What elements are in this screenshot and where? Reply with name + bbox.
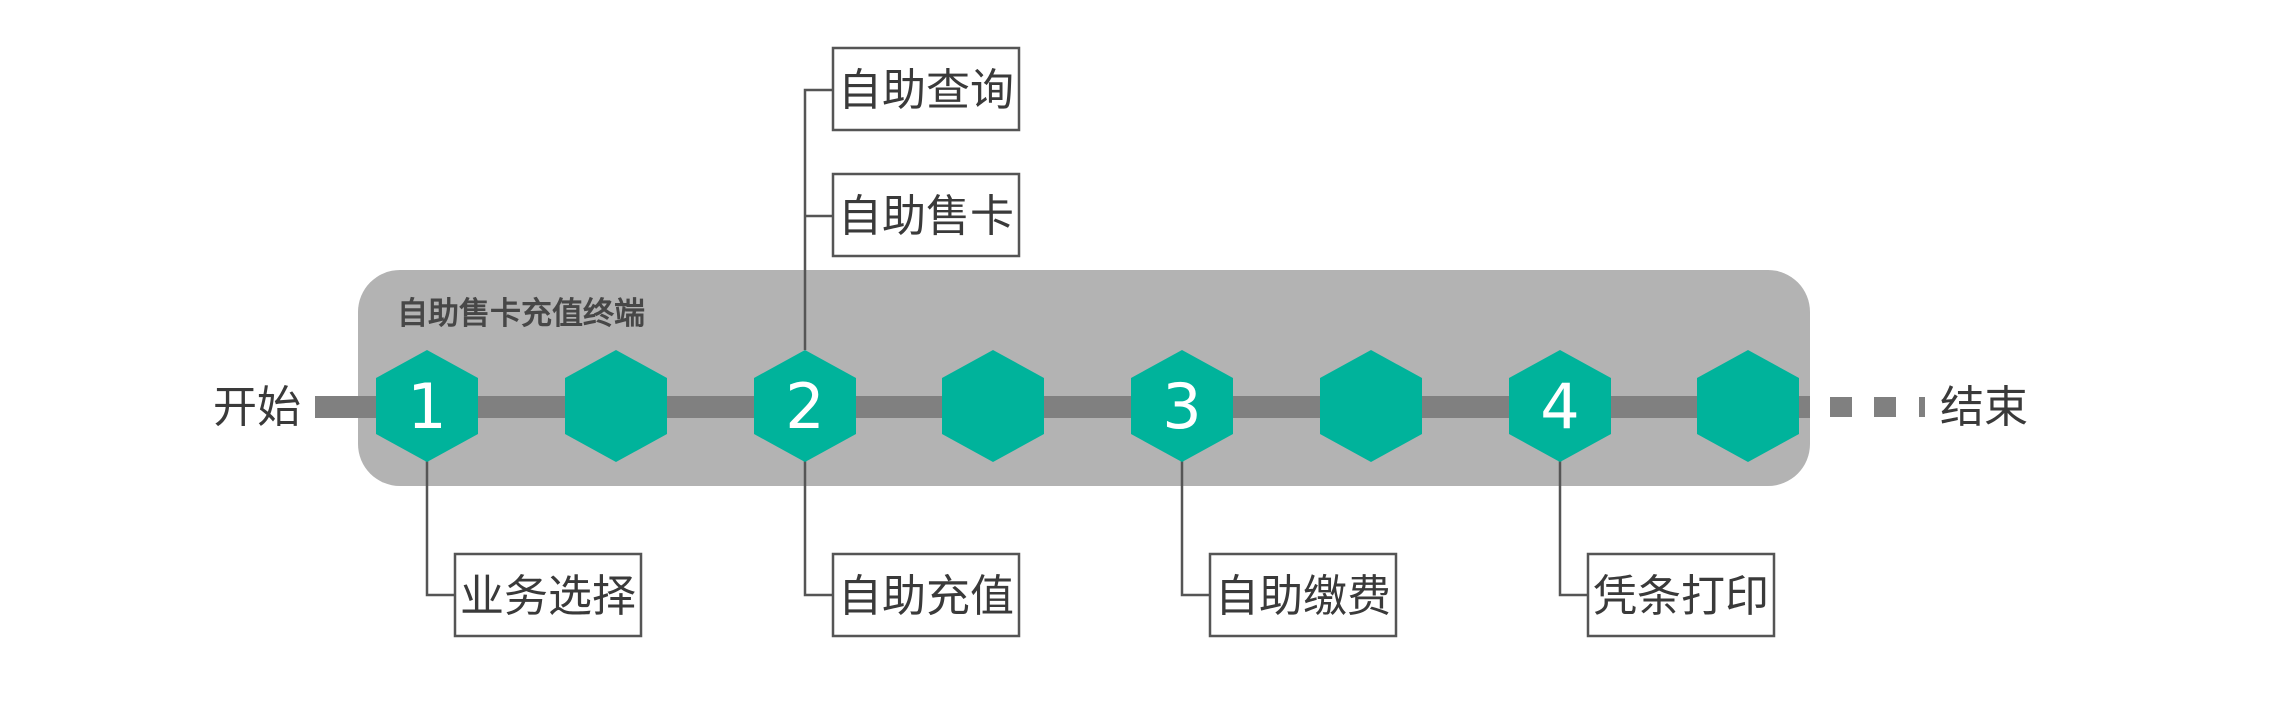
- end-label: 结束: [1940, 382, 2028, 433]
- panel-title: 自助售卡充值终端: [397, 296, 645, 332]
- label-box: [831, 46, 1021, 132]
- step-number: 3: [1162, 370, 1201, 443]
- hexagon-node-icon: [1320, 350, 1422, 462]
- dash-marker-icon: [1874, 397, 1896, 417]
- start-label: 开始: [213, 382, 301, 433]
- flow-track: [315, 396, 1810, 418]
- label-box: [453, 552, 643, 638]
- hexagon-node-icon: [942, 350, 1044, 462]
- label-self-card-sale: 自助售卡: [838, 191, 1014, 242]
- dash-marker-icon: [1919, 397, 1925, 417]
- label-business-select: 业务选择: [460, 571, 636, 622]
- label-box: [831, 552, 1021, 638]
- connector-step-4: [1558, 461, 1588, 597]
- step-number: 2: [785, 370, 824, 443]
- label-self-query: 自助查询: [838, 65, 1014, 116]
- label-self-recharge: 自助充值: [838, 571, 1014, 622]
- hexagon-node-icon: [1131, 350, 1233, 462]
- label-self-payment: 自助缴费: [1215, 571, 1391, 622]
- connector-step-2-down: [803, 461, 833, 597]
- label-box: [831, 172, 1021, 258]
- terminal-panel: [358, 270, 1810, 486]
- label-box: [1208, 552, 1398, 638]
- step-number: 4: [1540, 370, 1579, 443]
- label-receipt-print: 凭条打印: [1593, 571, 1769, 622]
- connector-step-3: [1180, 461, 1210, 597]
- hexagon-node-icon: [376, 350, 478, 462]
- step-number: 1: [407, 370, 446, 443]
- label-box: [1586, 552, 1776, 638]
- hexagon-node-icon: [1509, 350, 1611, 462]
- hexagon-node-icon: [565, 350, 667, 462]
- hexagon-node-icon: [1697, 350, 1799, 462]
- connector-step-1: [425, 461, 455, 597]
- hexagon-node-icon: [754, 350, 856, 462]
- dash-marker-icon: [1830, 397, 1852, 417]
- connector-step-2-up: [803, 88, 833, 350]
